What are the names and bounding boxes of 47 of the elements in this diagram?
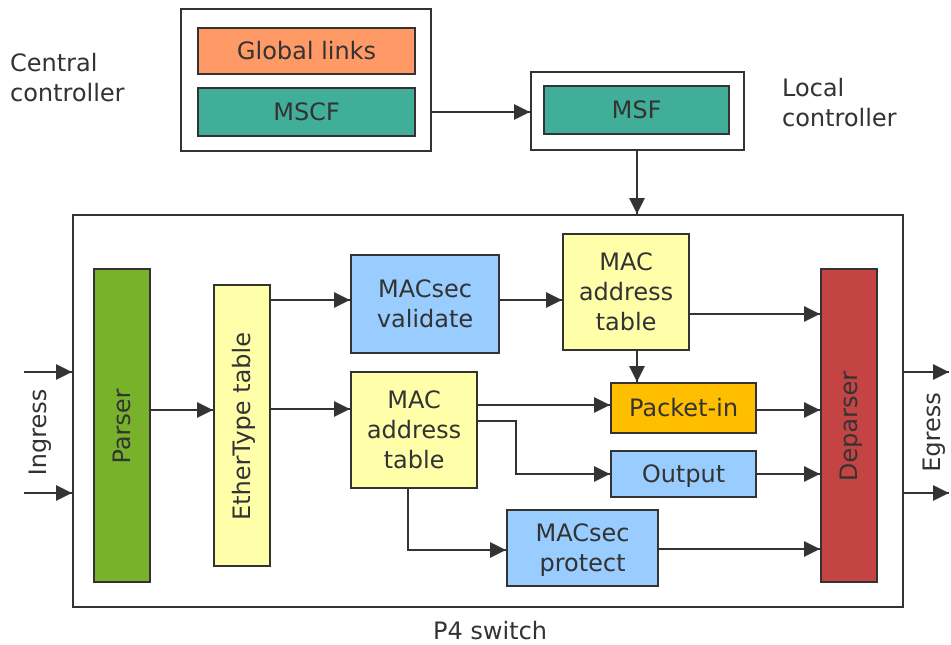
arrow <box>500 292 562 308</box>
arrow <box>407 489 506 558</box>
function-box <box>543 85 730 135</box>
links-box <box>197 27 416 75</box>
arrow <box>629 351 645 382</box>
node-label: MACsec protect <box>534 518 630 578</box>
arrow <box>757 402 820 418</box>
node-label: P4 switch <box>432 616 548 645</box>
node-label: MAC address table <box>578 247 674 337</box>
process-box <box>506 509 659 587</box>
arrow <box>629 151 645 214</box>
arrow <box>432 104 530 120</box>
node-label: MSF <box>610 95 662 125</box>
node-label: Global links <box>236 36 378 66</box>
arrow <box>478 397 610 413</box>
arrow <box>24 364 72 380</box>
node-label: MSCF <box>272 97 341 127</box>
arrow <box>478 420 610 482</box>
port-label: Ingress <box>24 388 52 476</box>
node-label: Central controller <box>10 48 126 108</box>
arrow <box>271 292 350 308</box>
function-box <box>197 87 416 137</box>
table-block <box>213 284 271 567</box>
parser-block <box>93 268 151 583</box>
process-box <box>350 254 500 354</box>
arrow <box>690 306 820 322</box>
process-box <box>610 382 757 434</box>
arrow <box>904 485 949 501</box>
arrow <box>24 485 72 501</box>
node-label: EtherType table <box>227 332 257 520</box>
process-box <box>610 450 757 498</box>
table-box <box>350 371 478 489</box>
node-label: Packet-in <box>628 393 740 423</box>
arrow <box>757 466 820 482</box>
arrow <box>659 541 820 557</box>
node-label: Deparser <box>834 370 864 481</box>
node-label: Parser <box>107 388 137 464</box>
port-label: Egress <box>918 392 946 472</box>
arrow <box>271 401 350 417</box>
node-label: Local controller <box>782 73 898 133</box>
node-label: Output <box>640 459 726 489</box>
table-box <box>562 233 690 351</box>
arrow <box>151 402 213 418</box>
node-label: MAC address table <box>366 385 462 475</box>
arrow <box>904 364 949 380</box>
deparser-block <box>820 268 878 583</box>
node-label: MACsec validate <box>376 274 474 334</box>
